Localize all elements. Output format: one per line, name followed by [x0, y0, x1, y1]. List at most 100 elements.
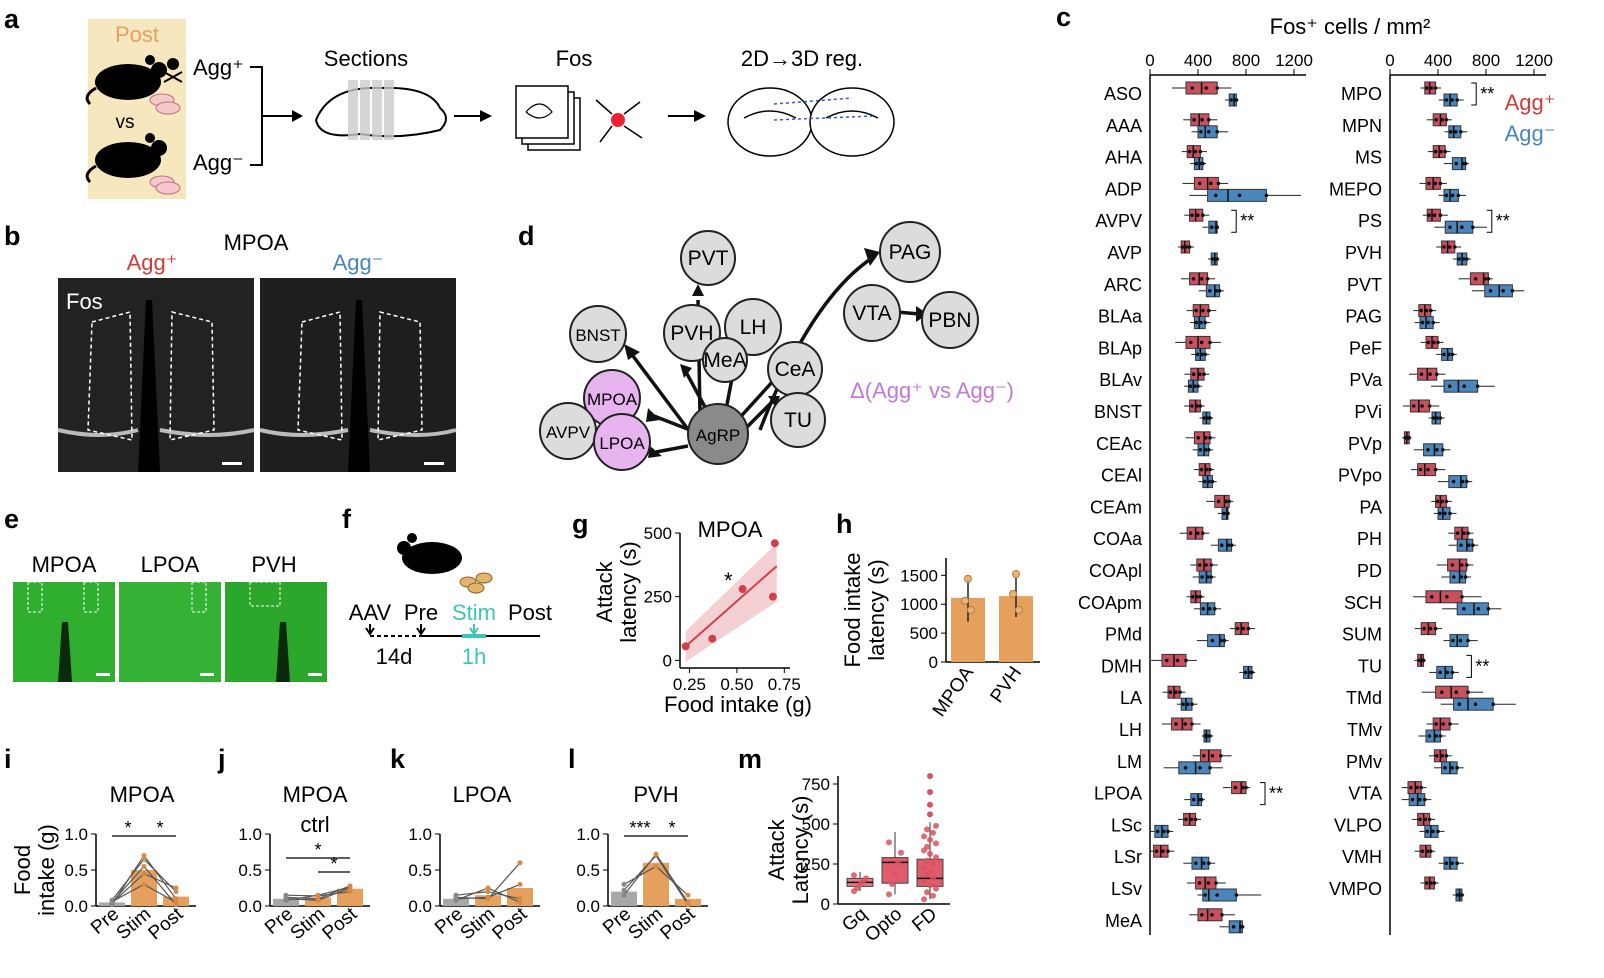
fos-label: Fos: [66, 289, 103, 314]
brain-registration-icon: [727, 87, 895, 157]
box-agg-minus-point: [1208, 416, 1212, 420]
box-outlier: [927, 811, 933, 818]
box-agg-minus-point: [1410, 797, 1415, 802]
box-point: [863, 875, 869, 882]
box-agg-plus-point: [1192, 118, 1196, 122]
box-agg-plus-point: [1435, 372, 1439, 377]
box-agg-minus-point: [1435, 416, 1439, 420]
box-agg-minus-point: [1448, 130, 1453, 134]
scatter-point: [768, 592, 777, 601]
tick-label: 0: [1145, 51, 1154, 70]
food-pellet-icon: [459, 572, 493, 594]
box-agg-minus-point: [1459, 575, 1464, 579]
box-point: [930, 892, 936, 899]
category-label: Opto: [861, 904, 906, 947]
box-agg-minus-point: [1200, 575, 1204, 579]
sig-label: **: [1480, 84, 1494, 104]
bar: [643, 862, 669, 906]
node-label-vta: VTA: [852, 302, 891, 325]
timeline-post: Post: [508, 600, 552, 625]
box-agg-minus-point: [1205, 416, 1210, 420]
box-agg-minus-point: [1234, 98, 1239, 102]
box-agg-plus-point: [1420, 404, 1424, 408]
box-agg-plus-point: [1453, 245, 1457, 249]
box-agg-plus-point: [1429, 881, 1433, 885]
region-label: CEAc: [1096, 434, 1142, 454]
region-label: AVPV: [1095, 211, 1142, 231]
node-pag: [879, 221, 941, 283]
box-agg-plus-point: [1190, 722, 1194, 726]
box-agg-plus-point: [1424, 881, 1429, 885]
box-agg-plus-point: [1208, 436, 1212, 440]
node-label-pbn: PBN: [928, 309, 971, 332]
box-agg-plus-point: [1432, 881, 1437, 885]
box-outlier: [927, 773, 933, 779]
box-agg-minus-point: [1234, 893, 1239, 897]
pups-icon: [149, 175, 181, 195]
box-point: [886, 839, 892, 846]
box-agg-plus-point: [1444, 499, 1449, 504]
box-agg-minus-point: [1450, 766, 1454, 770]
box-agg-minus-point: [1215, 893, 1219, 897]
tick-label: 0: [663, 651, 672, 670]
box-agg-plus-point: [1429, 849, 1433, 853]
node-label-mpoa: MPOA: [587, 390, 638, 409]
box-agg-minus-point: [1434, 734, 1438, 738]
box-agg-minus-point: [1188, 384, 1193, 389]
box-agg-plus-point: [1433, 149, 1438, 154]
box-agg-plus-point: [1199, 340, 1204, 345]
box-agg-minus-point: [1459, 543, 1463, 547]
box-agg-minus-point: [1453, 130, 1458, 134]
box-agg-plus-point: [1174, 722, 1178, 726]
box-agg-minus-point: [1444, 98, 1449, 102]
node-label-cea: CeA: [775, 358, 816, 381]
box-agg-plus-point: [1204, 563, 1208, 567]
box-agg-minus-point: [1459, 130, 1463, 134]
box-agg-plus-point: [1432, 213, 1437, 217]
box-agg-plus-point: [1428, 626, 1433, 631]
box-agg-plus-point: [1202, 372, 1206, 377]
panel-b: b MPOA Agg⁺ Agg⁻ Fos: [4, 221, 457, 472]
tick-label: 0.5: [408, 861, 432, 880]
box-agg-plus-point: [1455, 531, 1460, 535]
box-point: [933, 885, 939, 892]
box-agg-minus-point: [1466, 543, 1471, 547]
sig-bracket: [1471, 82, 1477, 106]
region-label: LSv: [1111, 879, 1142, 899]
box-agg-minus-point: [1466, 638, 1470, 643]
box-agg-minus-point: [1450, 861, 1454, 865]
tick-label: 0: [821, 895, 830, 914]
sig-bracket: [1486, 209, 1493, 233]
box-agg-minus-point: [1450, 98, 1454, 102]
box-agg-plus-point: [1427, 181, 1431, 186]
tick-label: 1000: [900, 595, 938, 614]
box-agg-plus-point: [1426, 340, 1431, 345]
fiber-track: [191, 581, 207, 613]
paired-point: [485, 894, 491, 900]
post-label: Post: [115, 22, 159, 47]
chart-title: LPOA: [453, 782, 512, 807]
box-agg-minus-point: [1207, 130, 1211, 134]
box-agg-minus-point: [1442, 352, 1446, 357]
box-agg-plus-point: [1435, 499, 1440, 504]
box-agg-plus-point: [1427, 404, 1432, 408]
bar: [611, 891, 637, 906]
box-agg-minus-point: [1209, 225, 1214, 229]
box-agg-minus-point: [1264, 193, 1269, 198]
box-agg-plus-box: [1447, 558, 1468, 572]
box-agg-plus-point: [1206, 881, 1211, 885]
box-agg-minus-point: [1510, 289, 1515, 293]
node-pvt: [680, 230, 736, 286]
box-agg-plus-point: [1466, 531, 1470, 535]
scatter-point: [770, 539, 779, 548]
box-agg-minus-point: [1207, 479, 1211, 484]
box-agg-plus-point: [1411, 404, 1416, 408]
box-agg-minus-point: [1431, 320, 1435, 325]
box-agg-plus-point: [1208, 467, 1212, 472]
data-point: [967, 606, 975, 614]
box-agg-minus-point: [1463, 161, 1468, 166]
timeline-pre: Pre: [404, 600, 438, 625]
box-agg-plus-point: [1200, 118, 1204, 122]
